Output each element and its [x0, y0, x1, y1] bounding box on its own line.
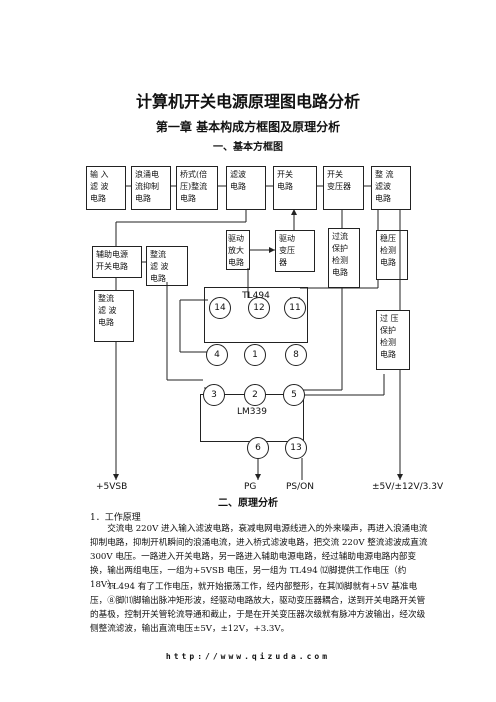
block-bridge-rectifier: 桥式(倍 压)整流 电路 — [176, 166, 218, 210]
block-voltage-regulation: 稳压 检测 电路 — [376, 230, 408, 280]
tl494-label: TL494 — [242, 291, 270, 301]
paragraph-2: TL494 有了工作电压，就开始振荡工作，经内部整形，在其⑽脚就有+5V 基准电… — [90, 582, 426, 634]
tl494-chip: TL494 — [204, 287, 308, 343]
document-title: 计算机开关电源原理图电路分析 — [135, 92, 360, 111]
subheading-working-principle: 1．工作原理 — [90, 513, 141, 523]
tl494-pin-14: 14 — [209, 297, 231, 319]
block-aux-rectifier: 整流 滤 波 电路 — [146, 246, 188, 286]
footer-url: http://www.qizuda.com — [165, 652, 331, 661]
block-input-filter: 输 入 滤 波 电路 — [86, 166, 126, 210]
output-rails: ±5V/±12V/3.3V — [372, 482, 444, 492]
lm339-pin-13: 13 — [285, 437, 307, 459]
paragraph-1: 交流电 220V 进入输入滤波电路，衰减电网电源线进入的外来噪声，再进入浪涌电流… — [90, 524, 428, 590]
block-drive-transformer: 驱动 变压 器 — [275, 230, 315, 272]
lm339-pin-2: 2 — [244, 384, 266, 406]
block-aux-power-switch: 辅助电源 开关电路 — [92, 246, 142, 278]
tl494-pin-4: 4 — [206, 344, 228, 366]
lm339-pin-3: 3 — [203, 384, 225, 406]
block-rectifier-filter: 整 流 滤波 电路 — [371, 166, 411, 210]
block-overvoltage-protection: 过 压 保护 检测 电路 — [376, 310, 410, 370]
block-filter: 滤波 电路 — [226, 166, 266, 210]
tl494-pin-8: 8 — [285, 344, 307, 366]
output-5vsb: +5VSB — [96, 482, 128, 492]
section-heading-analysis: 二、原理分析 — [218, 498, 278, 509]
lm339-pin-6: 6 — [247, 437, 269, 459]
tl494-pin-1: 1 — [244, 344, 266, 366]
lm339-pin-5: 5 — [283, 384, 305, 406]
output-pson: PS/ON — [286, 482, 314, 492]
chapter-heading: 第一章 基本构成方框图及原理分析 — [155, 120, 341, 134]
output-pg: PG — [244, 482, 257, 492]
block-switch-circuit: 开关 电路 — [273, 166, 317, 210]
block-drive-amplifier: 驱动 放大 电路 — [226, 230, 250, 270]
block-switch-transformer: 开关 变压器 — [323, 166, 364, 210]
section-heading-block-diagram: 一、基本方框图 — [213, 142, 283, 153]
block-inrush-suppression: 浪涌电 流抑制 电路 — [131, 166, 171, 210]
block-overcurrent-protection: 过流 保护 检测 电路 — [328, 228, 360, 288]
block-aux-rectifier-filter: 整流 滤 波 电路 — [94, 290, 134, 342]
tl494-pin-12: 12 — [248, 297, 270, 319]
tl494-pin-11: 11 — [284, 297, 306, 319]
lm339-label: LM339 — [237, 407, 267, 417]
